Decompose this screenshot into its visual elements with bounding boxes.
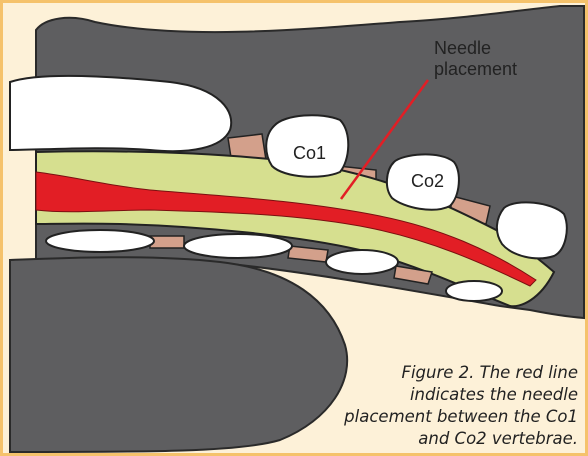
disc [150, 236, 184, 248]
lower-bone [46, 230, 154, 252]
co2-label: Co2 [411, 171, 444, 192]
figure-caption: Figure 2. The red line indicates the nee… [338, 362, 578, 450]
lower-bone [184, 234, 292, 258]
co1-label: Co1 [293, 143, 326, 164]
lower-bone [446, 281, 502, 301]
co3-vertebra [497, 202, 567, 258]
lower-bone [326, 250, 398, 274]
body-tissue [10, 257, 347, 452]
pelvis-bone [10, 76, 231, 151]
needle-placement-label: Needle placement [434, 38, 574, 80]
